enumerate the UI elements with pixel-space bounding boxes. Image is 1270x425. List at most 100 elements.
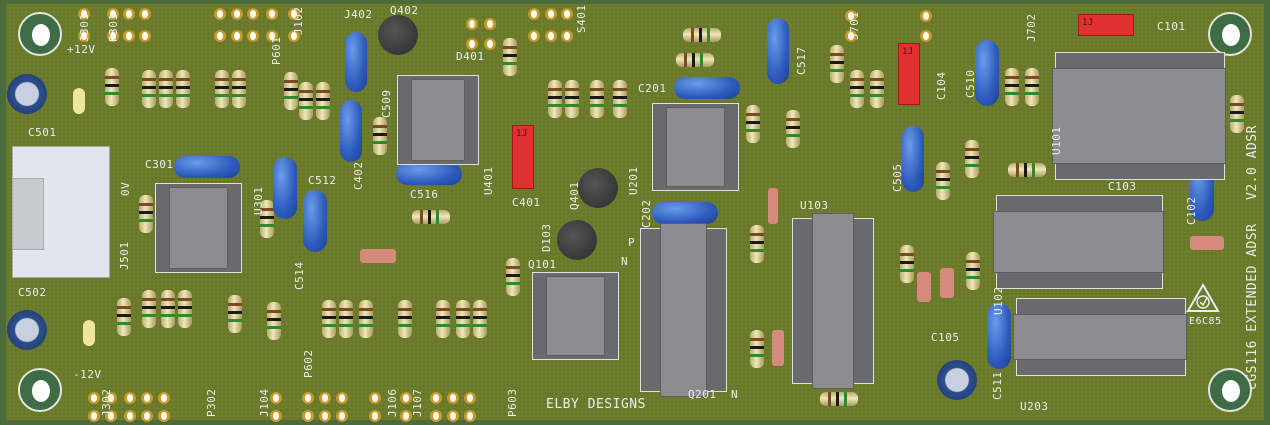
resistor-band — [232, 78, 246, 81]
resistor-band — [139, 219, 153, 222]
header-pad — [336, 392, 348, 404]
silkscreen-label: U201 — [627, 166, 640, 196]
resistor-band — [267, 310, 281, 313]
resistor — [966, 252, 980, 290]
silkscreen-label: C102 — [1185, 196, 1198, 226]
ceramic-capacitor — [767, 18, 789, 84]
header-pad — [319, 410, 331, 422]
electrolytic-capacitor — [7, 310, 47, 350]
resistor-band — [966, 260, 980, 263]
resistor-band — [844, 392, 847, 406]
silkscreen-label: C517 — [795, 46, 808, 76]
resistor-band — [473, 308, 487, 311]
silkscreen-label: P — [628, 236, 636, 249]
dip14-chip — [1052, 68, 1226, 164]
resistor-band — [228, 319, 242, 322]
resistor-band — [260, 216, 274, 219]
resistor-band — [142, 298, 156, 301]
silkscreen-label: +12V — [67, 43, 96, 56]
resistor — [830, 45, 844, 83]
resistor-band — [117, 306, 131, 309]
header-pad — [464, 410, 476, 422]
ceramic-capacitor — [902, 126, 924, 192]
header-pad — [123, 8, 135, 20]
resistor-band — [613, 88, 627, 91]
tantalum-capacitor: 1J — [1078, 14, 1134, 36]
resistor-band — [142, 306, 156, 309]
connector-latch — [12, 178, 44, 250]
header-pad — [266, 30, 278, 42]
resistor-band — [565, 88, 579, 91]
ceramic-capacitor — [174, 156, 240, 178]
resistor — [178, 290, 192, 328]
silkscreen-label: Q201 — [688, 388, 717, 401]
resistor-band — [936, 186, 950, 189]
resistor-band — [746, 129, 760, 132]
resistor-band — [565, 104, 579, 107]
resistor-band — [1025, 76, 1039, 79]
header-pad — [141, 410, 153, 422]
resistor-band — [503, 46, 517, 49]
resistor-band — [750, 354, 764, 357]
resistor — [590, 80, 604, 118]
resistor-band — [267, 318, 281, 321]
resistor — [750, 225, 764, 263]
resistor-band — [178, 306, 192, 309]
version-label: V2.0 ADSR — [1245, 125, 1260, 200]
header-pad — [336, 410, 348, 422]
header-pad — [466, 38, 478, 50]
ceramic-capacitor — [396, 163, 462, 185]
resistor-band — [691, 28, 694, 42]
header-pad — [139, 8, 151, 20]
mounting-hole — [18, 12, 62, 56]
dip8-chip — [411, 79, 465, 161]
film-capacitor — [83, 320, 95, 346]
resistor-band — [503, 62, 517, 65]
header-pad — [88, 392, 100, 404]
header-pad — [545, 30, 557, 42]
header-pad — [158, 410, 170, 422]
header-pad — [247, 30, 259, 42]
resistor-band — [232, 86, 246, 89]
header-pad — [123, 30, 135, 42]
header-pad — [231, 30, 243, 42]
resistor-band — [900, 261, 914, 264]
resistor-band — [1025, 84, 1039, 87]
header-pad — [484, 18, 496, 30]
resistor-band — [684, 53, 687, 67]
silkscreen-label: D103 — [540, 223, 553, 253]
resistor-band — [870, 86, 884, 89]
dip8-chip — [546, 276, 605, 356]
resistor-band — [398, 308, 412, 311]
header-pad — [466, 18, 478, 30]
dip8-chip — [169, 187, 228, 269]
resistor — [284, 72, 298, 110]
resistor — [161, 290, 175, 328]
silkscreen-label: C401 — [512, 196, 541, 209]
header-pad — [270, 392, 282, 404]
electrolytic-capacitor — [7, 74, 47, 114]
header-pad — [78, 30, 90, 42]
resistor-band — [436, 308, 450, 311]
mounting-hole — [1208, 12, 1252, 56]
silkscreen-label: J104 — [258, 388, 271, 418]
resistor-band — [692, 53, 695, 67]
resistor-band — [830, 53, 844, 56]
resistor-band — [436, 324, 450, 327]
resistor — [142, 70, 156, 108]
resistor-band — [1230, 119, 1244, 122]
resistor-band — [965, 148, 979, 151]
silkscreen-label: U102 — [992, 286, 1005, 316]
resistor-band — [870, 78, 884, 81]
resistor-band — [178, 314, 192, 317]
resistor — [506, 258, 520, 296]
resistor — [1025, 68, 1039, 106]
resistor-band — [322, 324, 336, 327]
resistor — [139, 195, 153, 233]
resistor-band — [750, 241, 764, 244]
resistor-band — [936, 178, 950, 181]
resistor — [398, 300, 412, 338]
resistor-band — [565, 96, 579, 99]
silkscreen-label: N — [621, 255, 629, 268]
resistor — [683, 28, 721, 42]
